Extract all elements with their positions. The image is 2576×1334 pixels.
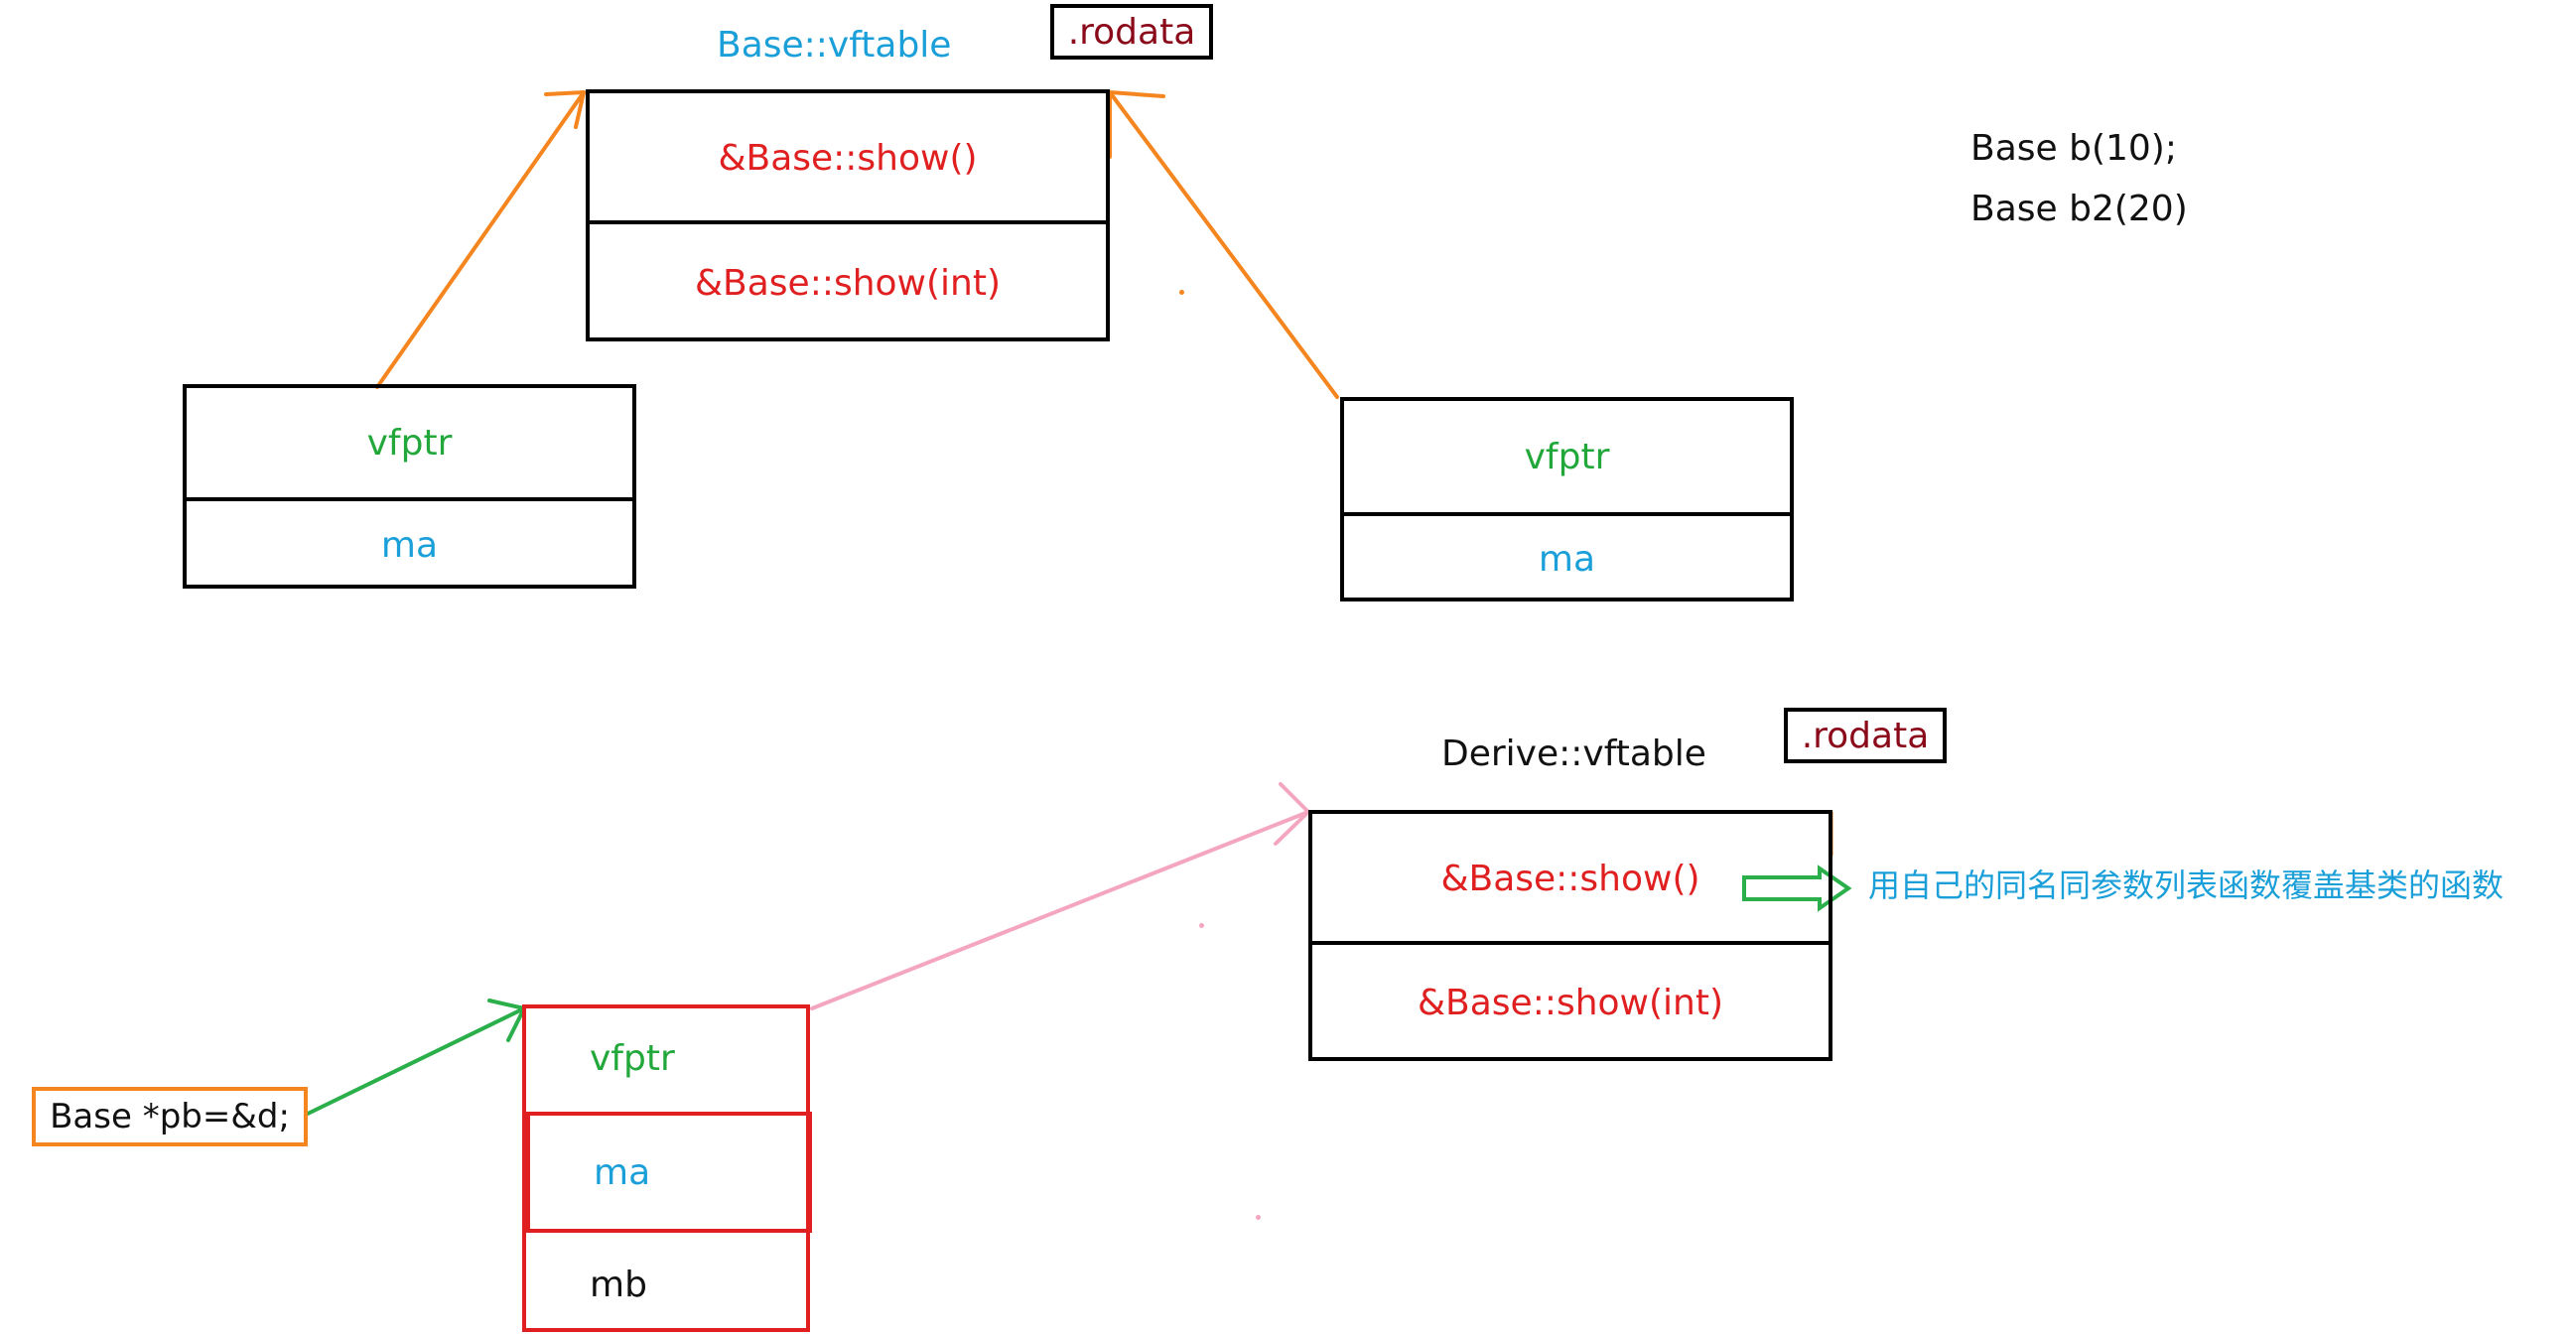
pointer-decl-box: Base *pb=&d; bbox=[32, 1087, 308, 1146]
vfptr-label: vfptr bbox=[1524, 436, 1610, 477]
derive-vftable-entry-label: &Base::show(int) bbox=[1417, 983, 1724, 1023]
arrow-pb-to-object-d bbox=[306, 999, 526, 1116]
object-b2-box: vfptr ma bbox=[1340, 397, 1794, 601]
object-d-field: mb bbox=[526, 1237, 806, 1332]
arrow-d-to-derive-vftable bbox=[810, 782, 1310, 1010]
stray-dot bbox=[1179, 290, 1184, 295]
object-b-box: vfptr ma bbox=[183, 384, 636, 589]
derive-vftable-entry: &Base::show() bbox=[1312, 814, 1829, 943]
pointer-decl-label: Base *pb=&d; bbox=[50, 1097, 290, 1136]
base-vftable-title: Base::vftable bbox=[717, 25, 952, 66]
base-vftable-entry-label: &Base::show() bbox=[718, 137, 978, 179]
base-vftable-entry: &Base::show() bbox=[590, 93, 1106, 222]
code-line: Base b(10); bbox=[1970, 128, 2177, 169]
derive-vftable-entry-label: &Base::show() bbox=[1440, 858, 1700, 899]
ma-label: ma bbox=[380, 524, 439, 566]
stray-dot bbox=[1256, 1215, 1261, 1220]
arrow-b2-to-base-vftable bbox=[1108, 90, 1339, 399]
derive-rodata-tag: .rodata bbox=[1784, 708, 1947, 763]
override-arrow-icon bbox=[1742, 865, 1852, 912]
divider bbox=[1312, 941, 1829, 945]
derive-vftable-entry: &Base::show(int) bbox=[1312, 945, 1829, 1061]
object-b-field: ma bbox=[187, 501, 632, 589]
divider bbox=[1344, 512, 1790, 516]
override-note: 用自己的同名同参数列表函数覆盖基类的函数 bbox=[1868, 867, 2505, 904]
divider bbox=[590, 220, 1106, 224]
arrow-b-to-base-vftable bbox=[375, 90, 586, 389]
code-line: Base b2(20) bbox=[1970, 189, 2188, 229]
mb-label: mb bbox=[590, 1264, 647, 1305]
ma-label: ma bbox=[594, 1151, 651, 1193]
object-d-field: vfptr bbox=[526, 1008, 806, 1108]
base-vftable-entry-label: &Base::show(int) bbox=[694, 262, 1002, 304]
base-vftable-entry: &Base::show(int) bbox=[590, 224, 1106, 341]
divider bbox=[187, 497, 632, 501]
object-b-field: vfptr bbox=[187, 388, 632, 497]
derive-vftable-title: Derive::vftable bbox=[1441, 734, 1706, 774]
object-b2-field: vfptr bbox=[1344, 401, 1790, 512]
base-vftable-box: &Base::show() &Base::show(int) bbox=[586, 89, 1110, 341]
object-d-box: vfptr ma mb bbox=[522, 1004, 812, 1332]
base-rodata-tag: .rodata bbox=[1050, 4, 1213, 60]
vfptr-label: vfptr bbox=[590, 1037, 675, 1079]
vfptr-label: vfptr bbox=[366, 422, 453, 464]
object-b2-field: ma bbox=[1344, 516, 1790, 601]
stray-dot bbox=[1199, 923, 1204, 928]
ma-label: ma bbox=[1538, 538, 1596, 580]
object-d-ma-cell: ma bbox=[526, 1112, 812, 1233]
derive-vftable-box: &Base::show() &Base::show(int) bbox=[1308, 810, 1832, 1061]
